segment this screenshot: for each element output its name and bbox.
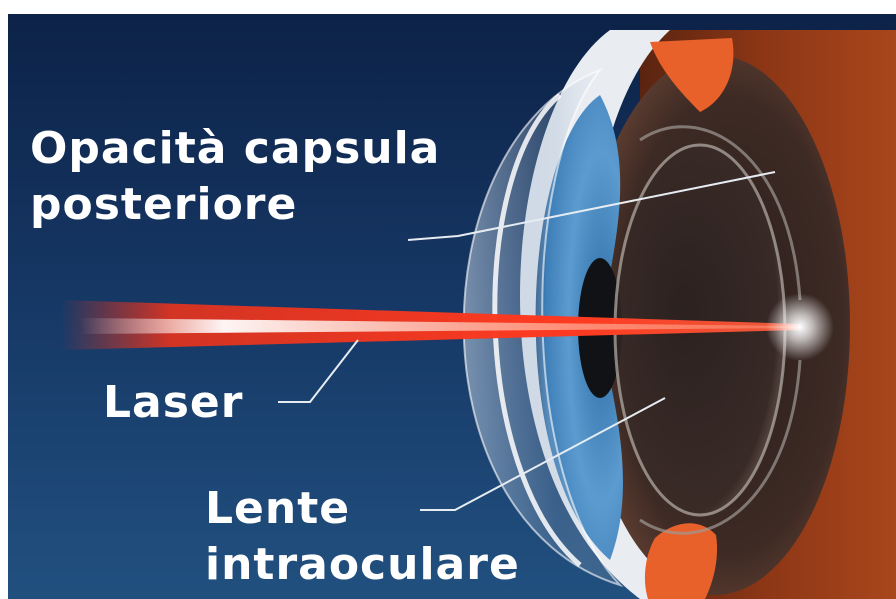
top-border <box>0 0 896 14</box>
label-opacity-line2: posteriore <box>30 180 297 230</box>
label-laser: Laser <box>103 378 243 428</box>
laser-impact-flash <box>766 293 834 361</box>
label-lens-line1: Lente <box>205 484 350 534</box>
left-border <box>0 0 8 599</box>
label-lens-line2: intraoculare <box>205 540 520 590</box>
label-opacity-line1: Opacità capsula <box>30 124 440 174</box>
